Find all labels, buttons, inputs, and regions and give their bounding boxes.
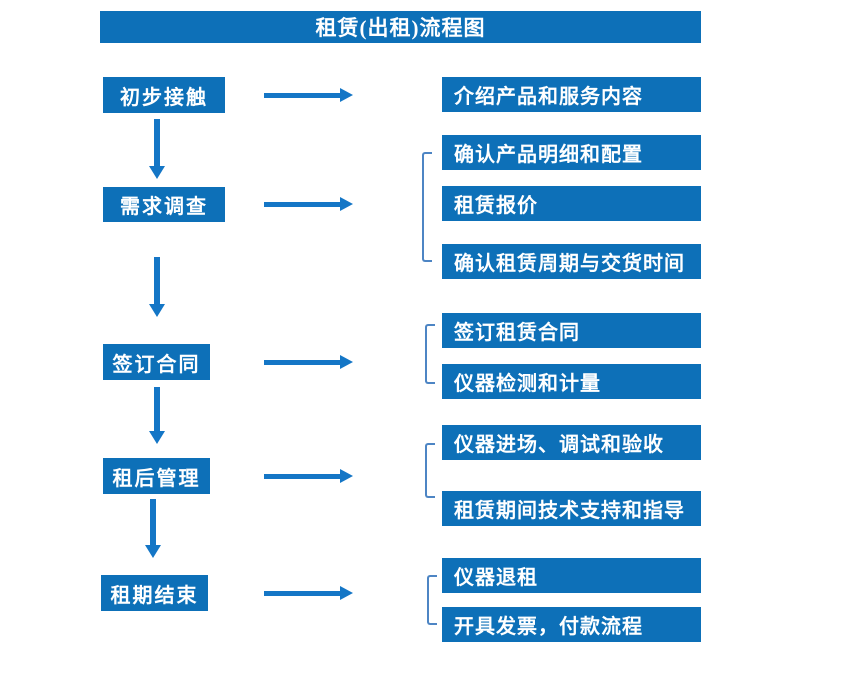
arrow-shaft	[154, 257, 160, 304]
arrow-shaft	[154, 387, 160, 431]
arrow-head	[149, 431, 165, 444]
arrow-right-icon	[264, 88, 353, 102]
arrow-shaft	[264, 590, 340, 596]
arrow-head	[149, 304, 165, 317]
step-box-post-rental-management: 租后管理	[103, 458, 210, 494]
arrow-right-icon	[264, 355, 353, 369]
flowchart-title: 租赁(出租)流程图	[100, 11, 701, 43]
arrow-shaft	[264, 473, 340, 479]
arrow-right-icon	[264, 197, 353, 211]
detail-box-rental-quotation: 租赁报价	[442, 186, 701, 221]
arrow-head	[340, 355, 353, 369]
arrow-shaft	[150, 499, 156, 545]
detail-box-instrument-return: 仪器退租	[442, 558, 701, 593]
arrow-head	[149, 166, 165, 179]
bracket	[425, 324, 435, 384]
detail-box-confirm-product-config: 确认产品明细和配置	[442, 135, 701, 170]
detail-box-instrument-testing: 仪器检测和计量	[442, 364, 701, 399]
bracket	[422, 152, 432, 262]
arrow-down-icon	[149, 119, 165, 179]
step-box-lease-end: 租期结束	[101, 575, 208, 611]
detail-box-sign-rental-contract: 签订租赁合同	[442, 313, 701, 348]
bracket	[425, 443, 435, 498]
arrow-head	[340, 469, 353, 483]
detail-box-technical-support: 租赁期间技术支持和指导	[442, 491, 701, 526]
step-box-sign-contract: 签订合同	[103, 344, 210, 380]
bracket	[427, 575, 437, 625]
step-box-demand-survey: 需求调查	[103, 187, 225, 222]
detail-box-invoice-payment: 开具发票，付款流程	[442, 607, 701, 642]
arrow-down-icon	[149, 387, 165, 444]
step-box-initial-contact: 初步接触	[103, 77, 225, 113]
arrow-down-icon	[145, 499, 161, 558]
arrow-shaft	[264, 92, 340, 98]
arrow-shaft	[264, 359, 340, 365]
detail-box-confirm-period-delivery: 确认租赁周期与交货时间	[442, 244, 701, 279]
arrow-head	[340, 197, 353, 211]
arrow-shaft	[154, 119, 160, 166]
detail-box-instrument-setup-acceptance: 仪器进场、调试和验收	[442, 425, 701, 460]
arrow-down-icon	[149, 257, 165, 317]
detail-box-introduce-products: 介绍产品和服务内容	[442, 77, 701, 112]
arrow-shaft	[264, 201, 340, 207]
arrow-head	[340, 88, 353, 102]
arrow-right-icon	[264, 469, 353, 483]
arrow-right-icon	[264, 586, 353, 600]
arrow-head	[340, 586, 353, 600]
arrow-head	[145, 545, 161, 558]
